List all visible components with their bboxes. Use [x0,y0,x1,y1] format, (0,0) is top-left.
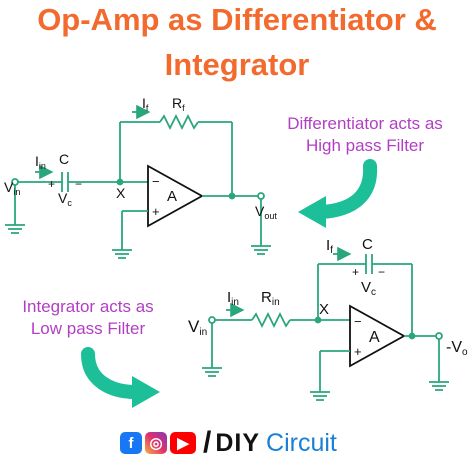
integrator-note: Integrator acts as Low pass Filter [0,296,176,340]
int-opamp-minus: − [354,314,362,329]
differentiator-curved-arrow [315,159,378,219]
int-vout-ground-icon [429,381,449,391]
int-opamp-triangle [349,304,406,368]
page-title-line-2: Integrator [164,47,310,82]
int-vc-minus: − [378,265,385,279]
integrator-curved-arrow [81,347,143,399]
int-vin-ground-icon [202,367,222,377]
differentiator-note-line-2: High pass Filter [305,136,425,155]
diff-opamp-label: A [167,188,177,205]
int-rin-label: Rin [261,289,280,308]
diff-opamp-minus: − [152,174,160,189]
int-plus-ground-icon [310,391,330,401]
diff-iin-label: Iin [35,153,46,171]
diff-opamp-plus: + [152,204,160,219]
differentiator-circuit [5,104,271,259]
int-output-node [408,332,416,340]
integrator-note-line-2: Low pass Filter [30,319,146,338]
int-vout-terminal [435,332,443,340]
int-vin-label: Vin [188,317,207,338]
youtube-icon[interactable]: ▶ [170,432,196,454]
brand-diy: DIY [215,428,261,457]
diff-node-x-label: X [116,185,126,201]
int-vout-label: -Vo [446,339,468,358]
int-if-label: If [326,237,333,256]
diff-output-node [228,192,236,200]
diff-opamp-triangle [147,164,204,228]
footer-brand: f ◎ ▶ / DIY Circuit [120,426,337,459]
int-opamp-plus: + [354,344,362,359]
int-vin-terminal [208,316,216,324]
integrator-labels: If C + − Vc Iin Rin Vin X A − + -Vo [188,236,468,359]
footer-slash: / [203,426,212,459]
diff-rf-resistor [159,113,199,131]
diff-vc-label: Vc [58,190,72,208]
int-rin-resistor [251,311,291,329]
int-vc-label: Vc [361,279,376,298]
int-cap-label: C [362,236,373,253]
diff-rf-label: Rf [172,95,185,113]
int-iin-label: Iin [227,289,239,308]
integrator-note-line-1: Integrator acts as [22,297,154,316]
facebook-icon[interactable]: f [120,432,142,454]
int-vc-plus: + [352,265,359,279]
differentiator-note-line-1: Differentiator acts as [287,114,443,133]
diff-if-label: If [142,95,149,113]
instagram-icon[interactable]: ◎ [145,432,167,454]
integrator-circuit [202,246,449,401]
diff-vout-terminal [257,192,265,200]
diff-vin-ground-icon [5,224,25,234]
int-node-x-label: X [319,301,329,318]
diff-vc-minus: − [75,177,82,191]
int-opamp-label: A [369,329,380,346]
differentiator-labels: If Rf Iin C + − Vc Vin X A − + Vout [4,95,277,221]
integrator-arrow-head [132,376,160,408]
page-title-line-1: Op-Amp as Differentiator & [37,2,437,37]
brand-circuit: Circuit [266,428,337,457]
diff-vout-ground-icon [251,245,271,255]
diff-vin-label: Vin [4,179,20,197]
diff-cap-label: C [59,151,69,167]
diff-vc-plus: + [48,177,55,191]
diff-vout-label: Vout [255,203,277,221]
differentiator-note: Differentiator acts as High pass Filter [262,113,468,157]
diff-plus-ground-icon [112,249,132,259]
differentiator-arrow-head [298,196,326,228]
